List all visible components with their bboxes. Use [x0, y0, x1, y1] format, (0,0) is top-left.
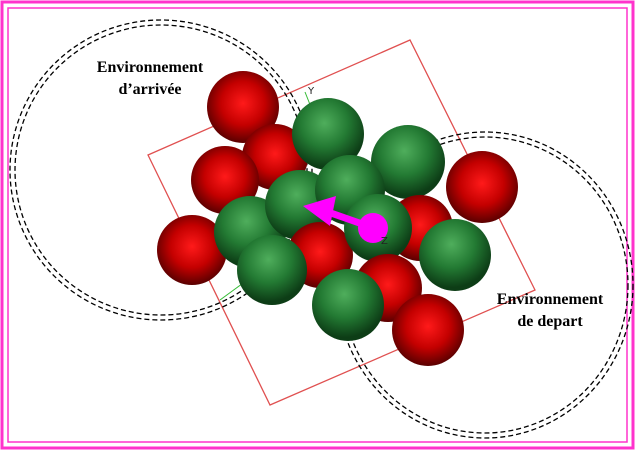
red-atom — [392, 294, 464, 366]
migration-arrow-icon — [303, 196, 388, 243]
arrival-environment-label: Environnement d’arrivée — [70, 57, 230, 101]
red-atom — [207, 71, 279, 143]
departure-label-line2: de depart — [517, 313, 583, 330]
vacancy-marker — [358, 213, 388, 243]
green-atom — [237, 235, 307, 305]
axis-z-label: Z — [381, 236, 388, 247]
red-atom — [446, 151, 518, 223]
axis-y-label: Y — [308, 86, 315, 97]
green-atom — [292, 98, 364, 170]
atoms — [157, 71, 518, 366]
green-atom — [312, 269, 384, 341]
arrival-label-line1: Environnement — [96, 59, 204, 76]
green-atom — [419, 219, 491, 291]
simulation-box — [147, 39, 536, 406]
arrival-environment-circle — [9, 19, 313, 321]
departure-label-line1: Environnement — [496, 291, 604, 308]
arrival-label-line2: d’arrivée — [118, 81, 182, 98]
green-atom — [371, 125, 445, 199]
red-atom — [157, 215, 227, 285]
departure-environment-label: Environnement de depart — [470, 289, 630, 333]
